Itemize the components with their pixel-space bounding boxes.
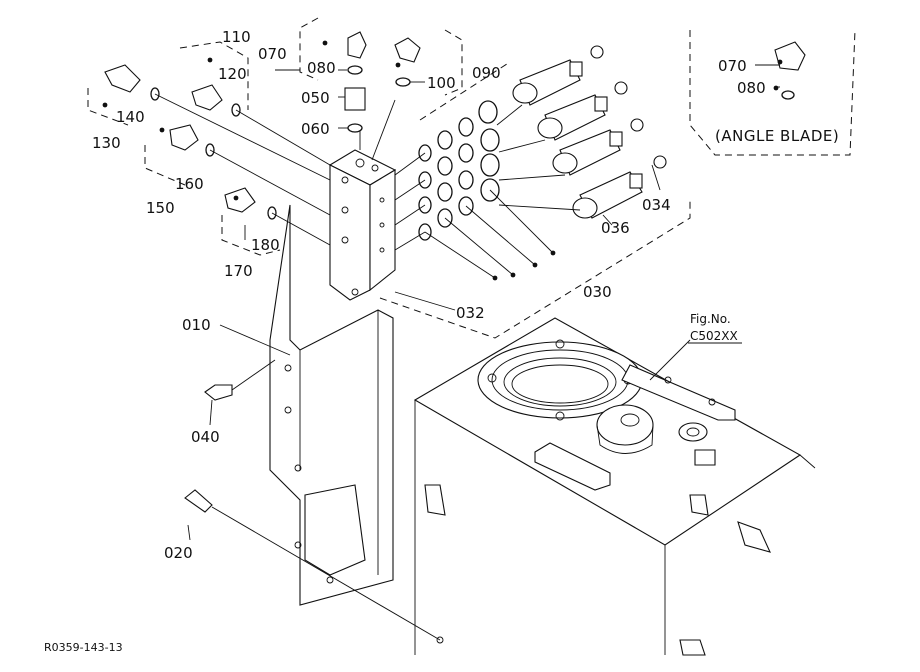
callout-170: 170 (224, 262, 253, 280)
callout-130: 130 (92, 134, 121, 152)
callout-100: 100 (427, 74, 456, 92)
callout-080: 080 (307, 59, 336, 77)
callout-020: 020 (164, 544, 193, 562)
callout-labels: 110 120 140 130 160 150 180 170 070 080 … (44, 28, 839, 654)
callout-090: 090 (472, 64, 501, 82)
reference-dots (102, 40, 783, 281)
callout-050: 050 (301, 89, 330, 107)
callout-030: 030 (583, 283, 612, 301)
callout-180: 180 (251, 236, 280, 254)
callout-070-angle-blade: 070 (718, 57, 747, 75)
callout-036: 036 (601, 219, 630, 237)
callout-120: 120 (218, 65, 247, 83)
callout-040: 040 (191, 428, 220, 446)
mounting-plate (269, 204, 444, 644)
callout-070: 070 (258, 45, 287, 63)
o-rings (418, 100, 500, 241)
valve-block (328, 149, 397, 301)
callout-060: 060 (301, 120, 330, 138)
callout-080-angle-blade: 080 (737, 79, 766, 97)
hydraulic-tank (413, 317, 816, 656)
fig-no-label: Fig.No. (690, 312, 731, 326)
solenoid-valves (512, 45, 667, 219)
callout-150: 150 (146, 199, 175, 217)
grouping-brackets (87, 17, 856, 339)
diagram-code: R0359-143-13 (44, 641, 123, 654)
callout-010: 010 (182, 316, 211, 334)
angle-blade-note: (ANGLE BLADE) (715, 127, 839, 145)
fig-no-number: C502XX (690, 329, 738, 343)
callout-140: 140 (116, 108, 145, 126)
callout-160: 160 (175, 175, 204, 193)
fittings (104, 31, 806, 513)
leader-lines (154, 64, 780, 641)
callout-110: 110 (222, 28, 251, 46)
callout-032: 032 (456, 304, 485, 322)
callout-034: 034 (642, 196, 671, 214)
